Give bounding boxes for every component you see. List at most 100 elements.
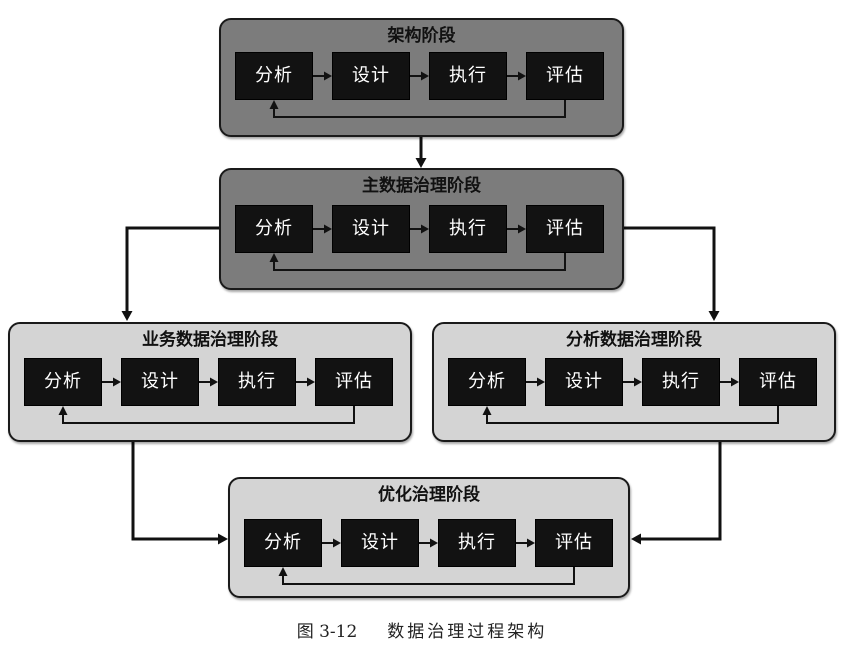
arrowhead — [518, 224, 526, 234]
feedback-arrow-evaluate-to-analyze — [269, 100, 566, 118]
step-design: 设计 — [341, 519, 419, 567]
step-evaluate: 评估 — [526, 205, 604, 253]
step-flow: 分析 设计 执行 评估 — [235, 52, 620, 122]
arrow-design-to-execute — [623, 377, 642, 387]
arrowhead — [269, 100, 279, 109]
arrowhead — [518, 71, 526, 81]
arrow-line — [273, 253, 566, 271]
arrow-analyze-to-design — [102, 377, 121, 387]
step-execute: 执行 — [642, 358, 720, 406]
arrowhead — [121, 311, 133, 321]
arrowhead — [527, 538, 535, 548]
flow-arrows — [278, 538, 575, 585]
arrow-line — [486, 406, 779, 424]
arrowhead — [324, 71, 332, 81]
connector-line — [640, 442, 722, 541]
step-execute: 执行 — [429, 205, 507, 253]
step-design: 设计 — [121, 358, 199, 406]
step-design: 设计 — [545, 358, 623, 406]
arrow-execute-to-evaluate — [507, 71, 526, 81]
connector-analytics-data-to-optimization — [631, 442, 722, 545]
step-evaluate: 评估 — [535, 519, 613, 567]
stage-master-data-governance: 主数据治理阶段 分析 — [219, 168, 624, 290]
step-analyze: 分析 — [24, 358, 102, 406]
arrow-design-to-execute — [419, 538, 438, 548]
arrow-line — [62, 406, 355, 424]
arrow-analyze-to-design — [313, 224, 332, 234]
arrowhead — [708, 311, 720, 321]
figure-title: 数据治理过程架构 — [387, 622, 548, 642]
flow-arrows — [269, 224, 566, 271]
step-evaluate: 评估 — [739, 358, 817, 406]
arrow-execute-to-evaluate — [507, 224, 526, 234]
connector-line — [125, 226, 219, 312]
stage-analytics-data-governance: 分析数据治理阶段 分析 — [432, 322, 836, 442]
arrowhead — [430, 538, 438, 548]
arrow-design-to-execute — [410, 224, 429, 234]
arrow-analyze-to-design — [322, 538, 341, 548]
stage-business-data-governance: 业务数据治理阶段 分析 — [8, 322, 412, 442]
arrowhead — [634, 377, 642, 387]
step-flow: 分析 设计 执行 评估 — [235, 205, 620, 275]
arrowhead — [333, 538, 341, 548]
arrowhead — [210, 377, 218, 387]
stage-architecture: 架构阶段 分析 设 — [219, 18, 624, 137]
step-execute: 执行 — [438, 519, 516, 567]
arrowhead — [731, 377, 739, 387]
stage-title: 优化治理阶段 — [378, 485, 480, 505]
flow-arrows — [482, 377, 779, 424]
arrow-line — [273, 100, 566, 118]
arrowhead — [421, 224, 429, 234]
connector-master-data-to-business-data — [121, 226, 219, 321]
arrowhead — [421, 71, 429, 81]
feedback-arrow-evaluate-to-analyze — [58, 406, 355, 424]
connector-master-data-to-analytics-data — [624, 226, 720, 321]
flow-arrows — [269, 71, 566, 118]
step-flow: 分析 设计 执行 评估 — [24, 358, 409, 428]
step-analyze: 分析 — [244, 519, 322, 567]
arrowhead — [537, 377, 545, 387]
feedback-arrow-evaluate-to-analyze — [278, 567, 575, 585]
arrow-execute-to-evaluate — [516, 538, 535, 548]
arrowhead — [482, 406, 492, 415]
arrowhead — [324, 224, 332, 234]
step-analyze: 分析 — [235, 205, 313, 253]
step-design: 设计 — [332, 52, 410, 100]
arrowhead — [631, 533, 641, 545]
arrowhead — [58, 406, 68, 415]
stage-title: 架构阶段 — [387, 26, 456, 46]
flow-arrows — [58, 377, 355, 424]
arrowhead — [113, 377, 121, 387]
feedback-arrow-evaluate-to-analyze — [482, 406, 779, 424]
arrowhead — [278, 567, 288, 576]
connector-line — [131, 442, 219, 541]
connector-business-data-to-optimization — [131, 442, 228, 545]
arrowhead — [307, 377, 315, 387]
step-analyze: 分析 — [448, 358, 526, 406]
arrow-execute-to-evaluate — [720, 377, 739, 387]
figure-number: 图 3-12 — [296, 622, 358, 642]
figure-caption: 图 3-12 数据治理过程架构 — [0, 620, 844, 644]
arrowhead — [218, 533, 228, 545]
stage-title: 业务数据治理阶段 — [142, 330, 278, 350]
arrow-design-to-execute — [199, 377, 218, 387]
arrow-analyze-to-design — [526, 377, 545, 387]
step-design: 设计 — [332, 205, 410, 253]
arrow-analyze-to-design — [313, 71, 332, 81]
stage-title: 分析数据治理阶段 — [566, 330, 702, 350]
step-evaluate: 评估 — [315, 358, 393, 406]
step-analyze: 分析 — [235, 52, 313, 100]
step-execute: 执行 — [429, 52, 507, 100]
feedback-arrow-evaluate-to-analyze — [269, 253, 566, 271]
arrow-execute-to-evaluate — [296, 377, 315, 387]
arrow-design-to-execute — [410, 71, 429, 81]
connector-architecture-to-master-data — [415, 137, 427, 168]
step-execute: 执行 — [218, 358, 296, 406]
connector-line — [624, 226, 716, 312]
step-evaluate: 评估 — [526, 52, 604, 100]
stage-title: 主数据治理阶段 — [362, 176, 481, 196]
stage-optimization-governance: 优化治理阶段 分析 — [228, 477, 630, 598]
arrowhead — [269, 253, 279, 262]
